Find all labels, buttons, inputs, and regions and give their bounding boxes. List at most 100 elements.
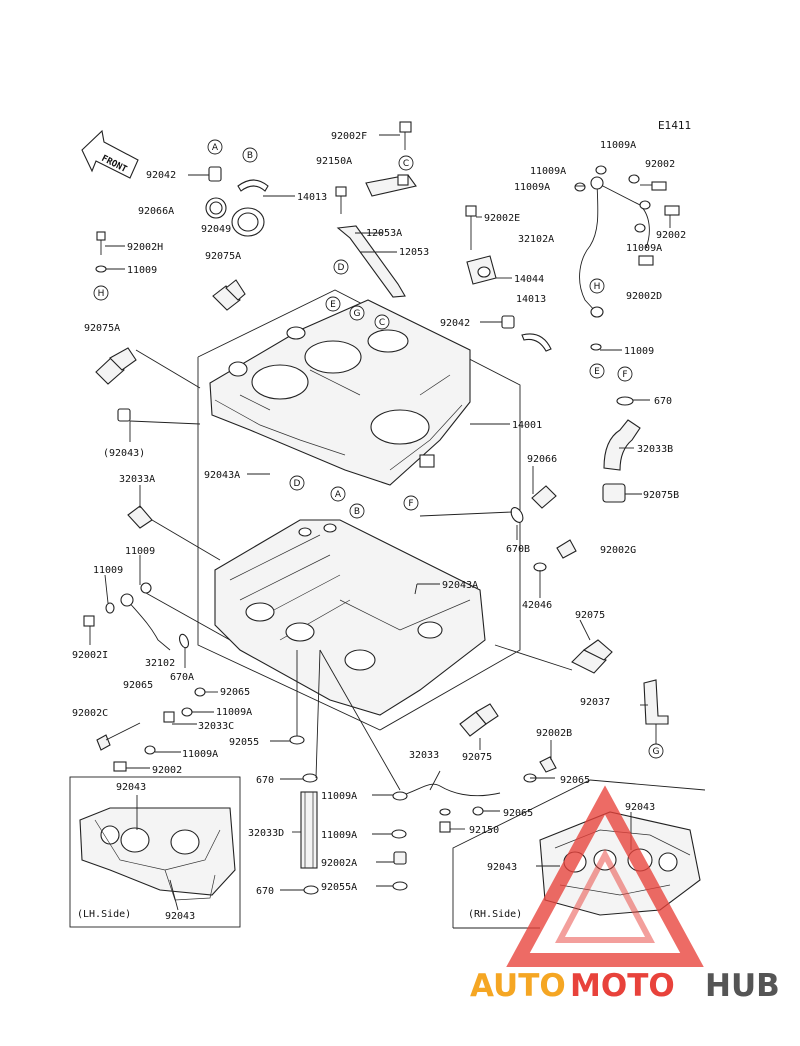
o-ring-92055 — [289, 735, 305, 745]
ref-circle-g-bottom: G — [648, 743, 664, 759]
stud-92075A-left — [95, 347, 137, 385]
ref-circle-a-mid: A — [330, 486, 346, 502]
label-11009-left-b: 11009 — [93, 565, 123, 576]
oil-pipe-32102A — [579, 176, 650, 351]
label-32033B: 32033B — [637, 444, 673, 455]
label-rh-side: (RH.Side) — [468, 909, 522, 920]
label-11009-right: 11009 — [624, 346, 654, 357]
stud-92075-right — [571, 639, 613, 674]
pipe-32102 — [120, 593, 171, 651]
ref-circle-b-top: B — [242, 147, 258, 163]
label-92002G: 92002G — [600, 545, 636, 556]
label-42046: 42046 — [522, 600, 552, 611]
bolt-92002H — [95, 231, 107, 273]
label-670A: 670A — [170, 672, 194, 683]
label-92075A: 92075A — [205, 251, 241, 262]
ref-circle-h-right: H — [589, 278, 605, 294]
ref-circle-a-top: A — [207, 139, 223, 155]
label-92043-paren: (92043) — [103, 448, 145, 459]
ref-circle-c-mid: C — [374, 314, 390, 330]
label-92150A: 92150A — [316, 156, 352, 167]
label-670B: 670B — [506, 544, 530, 555]
dowel-92042 — [208, 166, 222, 182]
svg-text:F: F — [408, 499, 413, 509]
label-14044: 14044 — [514, 274, 544, 285]
svg-text:D: D — [338, 263, 345, 273]
label-11009A-b: 11009A — [530, 166, 566, 177]
o-ring-670-lowest — [303, 885, 319, 895]
lower-crankcase — [214, 519, 486, 716]
label-11009A-g: 11009A — [321, 791, 357, 802]
label-32033A: 32033A — [119, 474, 155, 485]
label-92002H: 92002H — [127, 242, 163, 253]
label-92002-left: 92002 — [152, 765, 182, 776]
label-92066A: 92066A — [138, 206, 174, 217]
o-ring-670-right — [616, 396, 634, 406]
diagram-code: E1411 — [658, 120, 691, 132]
ref-circle-e-mid: E — [325, 296, 341, 312]
ref-circle-g-mid: G — [349, 305, 365, 321]
label-92002-a: 92002 — [645, 159, 675, 170]
label-32102: 32102 — [145, 658, 175, 669]
fittings-32033C — [144, 707, 193, 755]
o-ring-670A — [178, 633, 190, 649]
label-11009A-d: 11009A — [626, 243, 662, 254]
label-670-lowest: 670 — [256, 886, 274, 897]
label-92065-left: 92065 — [123, 680, 153, 691]
label-92075A-left: 92075A — [84, 323, 120, 334]
svg-text:H: H — [98, 289, 105, 299]
clamp-14044 — [466, 255, 497, 285]
label-92043-rh-top: 92043 — [625, 802, 655, 813]
ref-circles: A B C D H E G C H E F D A B F G — [93, 139, 664, 759]
seal-92066A — [205, 197, 227, 219]
ref-circle-c-top: C — [398, 155, 414, 171]
label-92065-right-b: 92065 — [503, 808, 533, 819]
hose-32033B — [603, 419, 641, 471]
label-92043-lh-top: 92043 — [116, 782, 146, 793]
label-92002B: 92002B — [536, 728, 572, 739]
label-32033D: 32033D — [248, 828, 284, 839]
svg-text:C: C — [379, 318, 385, 328]
ref-circle-d-mid: D — [289, 475, 305, 491]
label-92043-lh-bottom: 92043 — [165, 911, 195, 922]
bolt-92002F — [399, 121, 412, 150]
bolt-92002E — [465, 205, 477, 250]
label-92055: 92055 — [229, 737, 259, 748]
bolt-92002I — [83, 615, 95, 627]
o-ring-670B — [510, 507, 524, 523]
bolt-92002C — [96, 722, 141, 751]
dowel-92042-right — [501, 315, 515, 329]
svg-text:A: A — [212, 143, 219, 153]
label-11009A-e: 11009A — [216, 707, 252, 718]
svg-text:HUB: HUB — [705, 968, 780, 1004]
label-32033: 32033 — [409, 750, 439, 761]
label-92055A: 92055A — [321, 882, 357, 893]
label-14013: 14013 — [297, 192, 327, 203]
label-92002D: 92002D — [626, 291, 662, 302]
lh-side-inset — [69, 776, 241, 928]
fitting-92065a — [194, 687, 206, 697]
seal-92049 — [231, 207, 265, 237]
stud-92075A-upper — [212, 279, 246, 311]
label-92049: 92049 — [201, 224, 231, 235]
label-11009: 11009 — [127, 265, 157, 276]
stud-92075B — [602, 483, 626, 503]
o-ring-670-bottom — [302, 773, 318, 783]
label-92002E: 92002E — [484, 213, 520, 224]
bracket-92037 — [643, 679, 669, 725]
svg-text:F: F — [622, 370, 627, 380]
washers-11009A-right — [574, 165, 651, 233]
washer-11009A-bottom — [391, 829, 407, 839]
label-11009A-h: 11009A — [321, 830, 357, 841]
plug-92002A — [393, 851, 407, 865]
label-92043A-upper: 92043A — [204, 470, 240, 481]
label-92043A-lower: 92043A — [442, 580, 478, 591]
watermark-logo — [506, 785, 704, 967]
label-670-right: 670 — [654, 396, 672, 407]
svg-text:B: B — [247, 151, 253, 161]
label-11009-left-a: 11009 — [125, 546, 155, 557]
assembly-frame — [197, 289, 521, 731]
svg-text:H: H — [594, 282, 601, 292]
bolt-92150 — [439, 821, 451, 833]
svg-text:G: G — [653, 747, 660, 757]
